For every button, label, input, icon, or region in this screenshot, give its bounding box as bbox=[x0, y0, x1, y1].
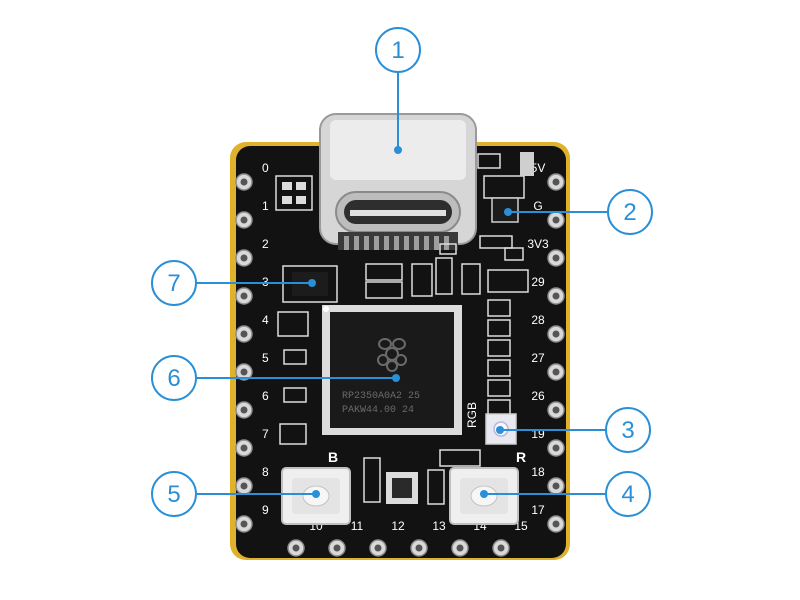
callout-2: 2 bbox=[607, 189, 653, 235]
left-pin-hole bbox=[240, 406, 248, 414]
left-pin-hole bbox=[240, 292, 248, 300]
right-pin-label: 28 bbox=[531, 313, 545, 327]
left-pin-hole bbox=[240, 254, 248, 262]
right-pin-hole bbox=[552, 178, 560, 186]
callout-7: 7 bbox=[151, 260, 197, 306]
callout-1: 1 bbox=[375, 27, 421, 73]
right-pin-hole bbox=[552, 406, 560, 414]
left-pin-label: 0 bbox=[262, 161, 269, 175]
callout-3: 3 bbox=[605, 407, 651, 453]
left-pin-label: 7 bbox=[262, 427, 269, 441]
right-pin-label: 29 bbox=[531, 275, 545, 289]
callout-dots bbox=[308, 146, 512, 498]
bottom-pin-hole bbox=[415, 544, 423, 552]
smd-components-top-left bbox=[275, 175, 313, 211]
rgb-led-label: RGB bbox=[465, 402, 479, 428]
bottom-pin-label: 11 bbox=[351, 519, 364, 533]
chip-marking-line1: RP2350A0A2 25 bbox=[342, 391, 420, 402]
callout-7-number: 7 bbox=[167, 270, 180, 297]
left-pin-label: 2 bbox=[262, 237, 269, 251]
left-pin-hole bbox=[240, 178, 248, 186]
right-pin-hole bbox=[552, 330, 560, 338]
left-pin-hole bbox=[240, 444, 248, 452]
right-pin-pads bbox=[547, 173, 565, 533]
crystal-oscillator bbox=[386, 472, 418, 504]
left-pin-hole bbox=[240, 368, 248, 376]
bottom-pin-hole bbox=[497, 544, 505, 552]
boot-button-label: B bbox=[328, 449, 338, 465]
bottom-pin-hole bbox=[374, 544, 382, 552]
bottom-pin-label: 12 bbox=[391, 519, 405, 533]
bottom-pin-label: 13 bbox=[432, 519, 446, 533]
callout-5-number: 5 bbox=[167, 481, 180, 508]
left-pin-label: 1 bbox=[262, 199, 269, 213]
bottom-pin-pads bbox=[287, 539, 510, 557]
callout-6-number: 6 bbox=[167, 365, 180, 392]
bottom-pin-hole bbox=[456, 544, 464, 552]
right-pin-label: 18 bbox=[531, 465, 545, 479]
left-pin-hole bbox=[240, 520, 248, 528]
left-pin-hole bbox=[240, 482, 248, 490]
bottom-pin-hole bbox=[333, 544, 341, 552]
chip-marking-line2: PAKW44.00 24 bbox=[342, 405, 414, 416]
left-pin-label: 9 bbox=[262, 503, 269, 517]
left-pin-hole bbox=[240, 330, 248, 338]
right-pin-hole bbox=[552, 520, 560, 528]
right-pin-label: 17 bbox=[531, 503, 545, 517]
left-pin-label: 6 bbox=[262, 389, 269, 403]
right-pin-hole bbox=[552, 482, 560, 490]
callout-6: 6 bbox=[151, 355, 197, 401]
callout-5: 5 bbox=[151, 471, 197, 517]
right-pin-label: G bbox=[533, 199, 542, 213]
reset-button-label: R bbox=[516, 449, 526, 465]
left-pin-pads bbox=[235, 173, 253, 533]
right-pin-hole bbox=[552, 368, 560, 376]
callout-4: 4 bbox=[605, 471, 651, 517]
left-pin-label: 5 bbox=[262, 351, 269, 365]
left-pin-label: 4 bbox=[262, 313, 269, 327]
right-pin-hole bbox=[552, 292, 560, 300]
rp2350-chip: RP2350A0A2 25 PAKW44.00 24 bbox=[322, 305, 462, 435]
left-pin-hole bbox=[240, 216, 248, 224]
callout-4-number: 4 bbox=[621, 481, 634, 508]
callout-2-number: 2 bbox=[623, 199, 636, 226]
left-pin-label: 8 bbox=[262, 465, 269, 479]
right-pin-label: 27 bbox=[531, 351, 545, 365]
callout-lines bbox=[196, 72, 608, 495]
right-pin-label: 26 bbox=[531, 389, 545, 403]
right-pin-label: 5V bbox=[531, 161, 546, 175]
callout-1-number: 1 bbox=[391, 37, 404, 64]
right-pin-hole bbox=[552, 444, 560, 452]
callout-3-number: 3 bbox=[621, 417, 634, 444]
right-pin-label: 3V3 bbox=[527, 237, 549, 251]
right-pin-hole bbox=[552, 254, 560, 262]
smd-components-row bbox=[365, 243, 529, 299]
bottom-pin-hole bbox=[292, 544, 300, 552]
right-pin-hole bbox=[552, 216, 560, 224]
smd-components-left bbox=[277, 311, 481, 505]
